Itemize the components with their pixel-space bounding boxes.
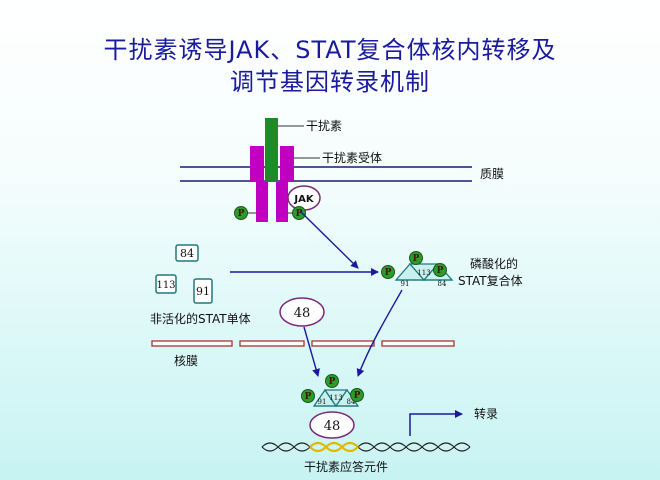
inactive-monomer-label: 非活化的STAT单体 [150,311,251,326]
jak-label: JAK [293,194,314,205]
interferon-label: 干扰素 [306,119,342,133]
page-title-line1: 干扰素诱导JAK、STAT复合体核内转移及 [103,36,557,64]
transcription-label: 转录 [474,406,498,421]
nuclear-membrane-label: 核膜 [174,354,198,368]
receptor-phosphate-right: P [288,206,306,220]
plasma-membrane [180,166,472,182]
stat-84-monomer: 84 [175,244,199,262]
svg-text:91: 91 [318,398,327,406]
svg-text:P: P [413,254,420,264]
stat-113-monomer: 113 [155,274,177,294]
p48-translocation-arrow [303,326,320,377]
nuclear-p48-protein [309,411,355,439]
interferon [265,118,278,182]
p48-protein [279,297,325,327]
svg-text:84: 84 [180,247,194,260]
svg-text:84: 84 [347,398,356,406]
svg-text:P: P [385,268,392,278]
phospho-stat-complex: 91 113 84 P P P [381,251,454,288]
svg-text:P: P [437,266,444,276]
response-element-label: 干扰素应答元件 [304,459,388,474]
receptor-phosphate-left: P [234,206,256,220]
svg-text:113: 113 [329,394,342,402]
transcription-arrow [409,410,463,436]
interferon-receptor [250,146,294,222]
page-title-line2: 调节基因转录机制 [230,68,430,96]
svg-text:P: P [354,391,361,401]
nuclear-stat-complex: 91 113 84 P P P [301,374,364,408]
svg-text:91: 91 [401,280,410,288]
stat-91-monomer: 91 [193,278,213,304]
activation-arrow [299,210,359,269]
svg-text:113: 113 [156,280,175,291]
p48-label: 48 [294,306,311,321]
plasma-membrane-label: 质膜 [480,167,504,181]
receptor-label: 干扰素受体 [322,151,382,165]
svg-text:P: P [296,209,303,219]
dna-helix [261,441,471,453]
svg-text:P: P [329,377,336,387]
svg-text:P: P [305,392,312,402]
phospho-complex-label-2: STAT复合体 [458,273,523,288]
nuclear-p48-label: 48 [324,419,341,434]
phospho-complex-label-1: 磷酸化的 [470,256,518,271]
svg-text:91: 91 [196,285,210,298]
nuclear-membrane [151,340,455,347]
svg-text:84: 84 [438,280,447,288]
svg-text:P: P [238,209,245,219]
complex-translocation-arrow [356,289,403,377]
svg-text:113: 113 [417,269,430,277]
